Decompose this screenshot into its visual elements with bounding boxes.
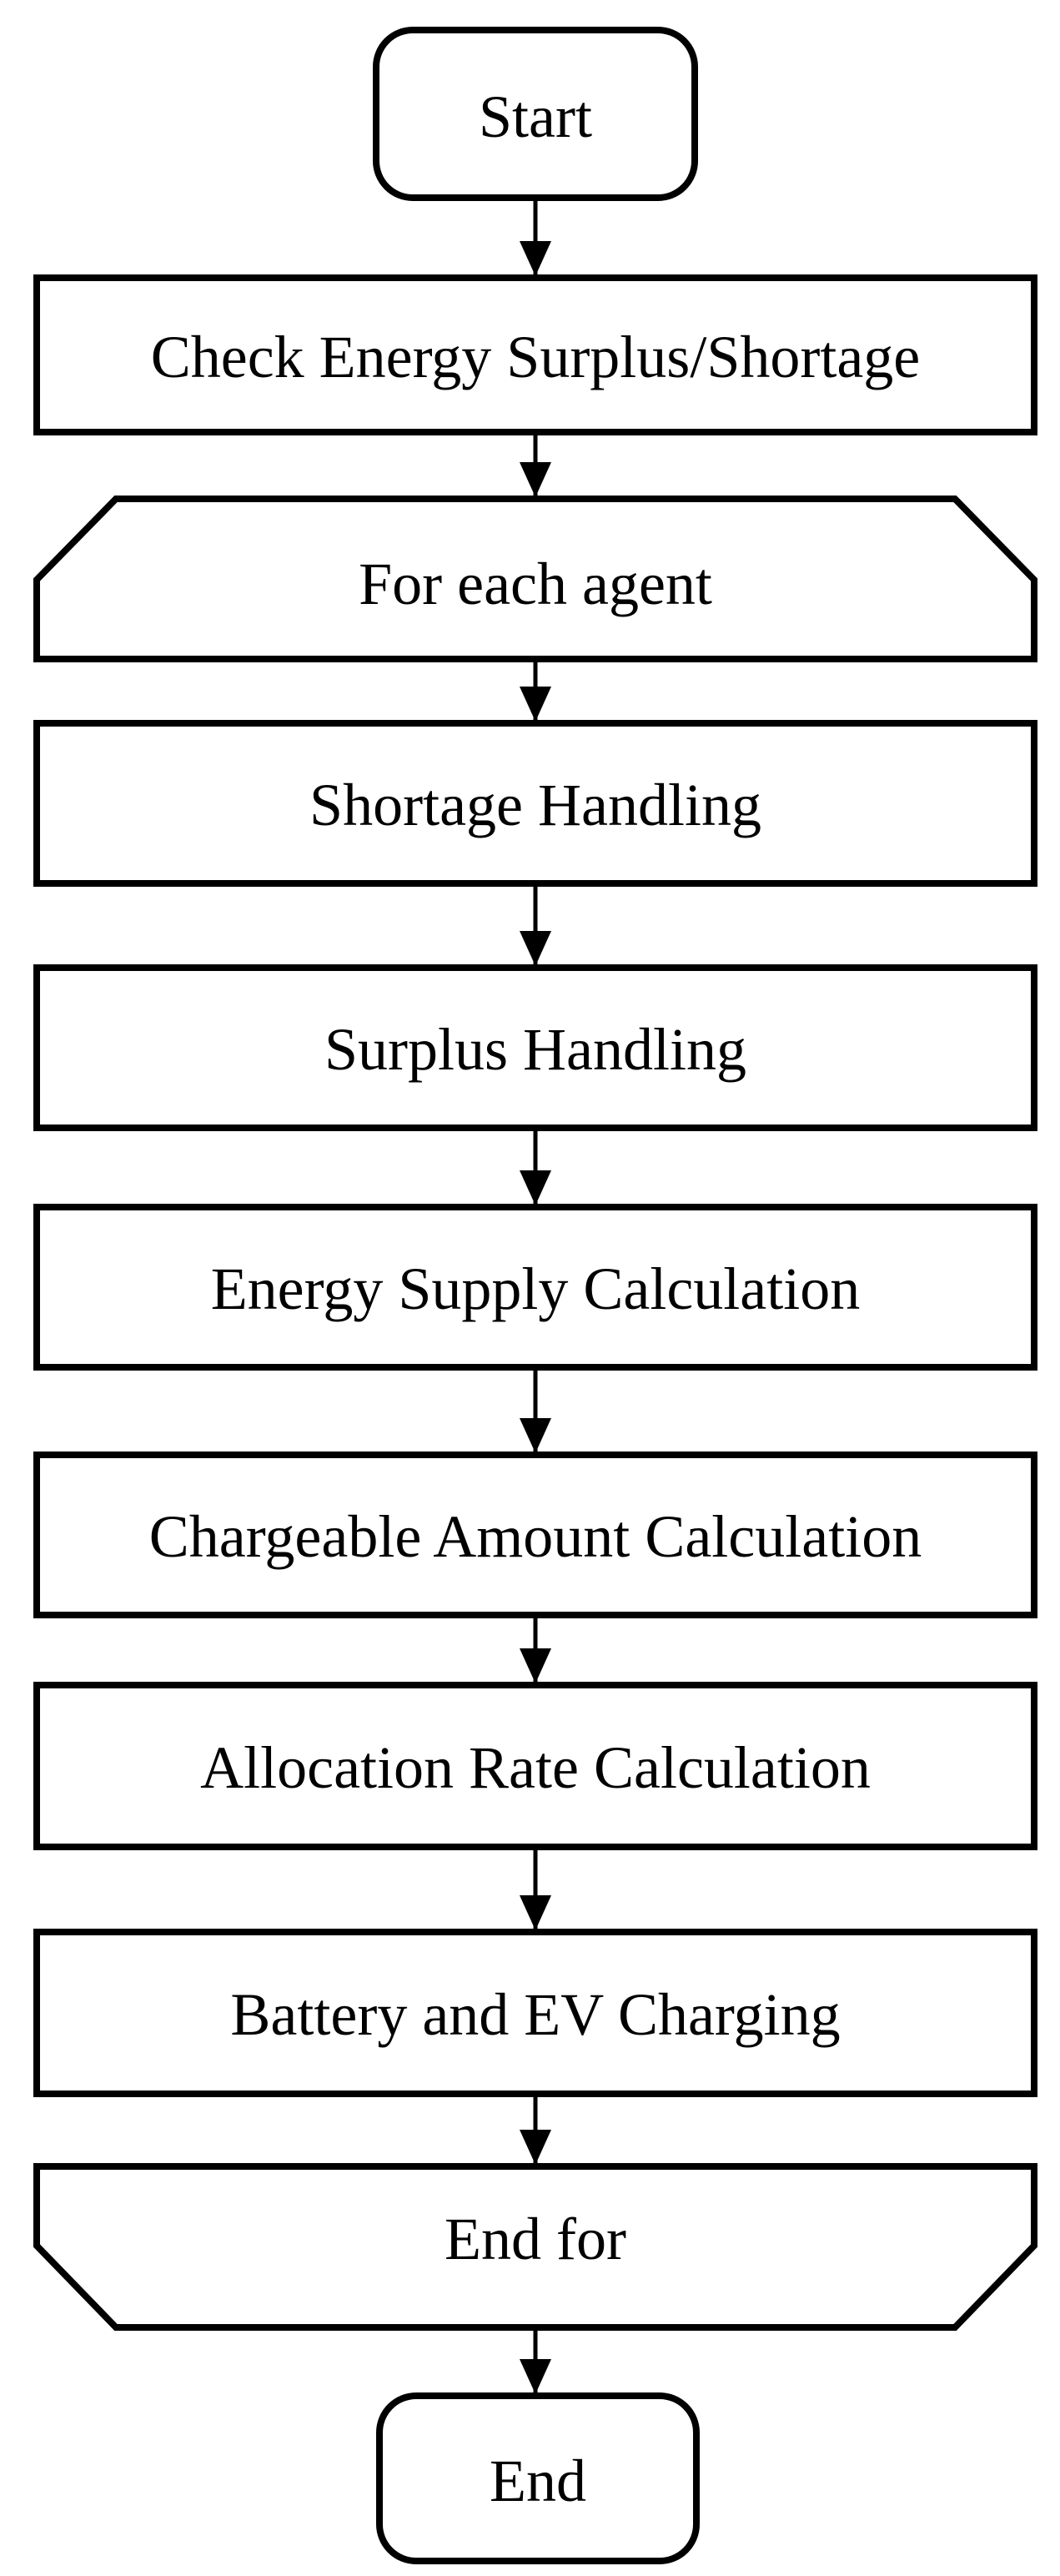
battery-ev-charging-process-shape — [33, 1929, 1037, 2097]
chargeable-amount-label: Chargeable Amount Calculation — [149, 1503, 922, 1570]
end-label: End — [490, 2448, 586, 2514]
start-terminator-shape — [373, 27, 698, 201]
node-battery-ev-charging: Battery and EV Charging — [33, 1929, 1037, 2097]
flow-nodes: Start Check Energy Surplus/Shortage For … — [33, 27, 1037, 2564]
node-chargeable-amount: Chargeable Amount Calculation — [33, 1452, 1037, 1618]
chargeable-amount-process-shape — [33, 1452, 1037, 1618]
end-for-loop-end-shape — [33, 2163, 1037, 2331]
shortage-handling-process-shape — [33, 720, 1037, 887]
start-label: Start — [479, 83, 592, 150]
end-for-label: End for — [445, 2206, 626, 2272]
for-each-agent-label: For each agent — [359, 551, 712, 617]
node-check-energy: Check Energy Surplus/Shortage — [33, 274, 1037, 435]
surplus-handling-label: Surplus Handling — [324, 1016, 746, 1083]
check-energy-process-shape — [33, 274, 1037, 435]
energy-supply-label: Energy Supply Calculation — [211, 1255, 861, 1322]
node-surplus-handling: Surplus Handling — [33, 964, 1037, 1131]
node-shortage-handling: Shortage Handling — [33, 720, 1037, 887]
surplus-handling-process-shape — [33, 964, 1037, 1131]
allocation-rate-label: Allocation Rate Calculation — [200, 1734, 871, 1801]
check-energy-label: Check Energy Surplus/Shortage — [151, 324, 921, 390]
node-energy-supply: Energy Supply Calculation — [33, 1204, 1037, 1371]
node-start: Start — [373, 27, 698, 201]
node-for-each-agent: For each agent — [33, 496, 1037, 662]
energy-supply-process-shape — [33, 1204, 1037, 1371]
for-each-agent-loop-start-shape — [33, 496, 1037, 662]
battery-ev-charging-label: Battery and EV Charging — [230, 1981, 840, 2048]
node-end: End — [376, 2392, 700, 2564]
allocation-rate-process-shape — [33, 1682, 1037, 1850]
end-terminator-shape — [376, 2392, 700, 2564]
node-allocation-rate: Allocation Rate Calculation — [33, 1682, 1037, 1850]
node-end-for: End for — [33, 2163, 1037, 2331]
shortage-handling-label: Shortage Handling — [309, 772, 761, 838]
